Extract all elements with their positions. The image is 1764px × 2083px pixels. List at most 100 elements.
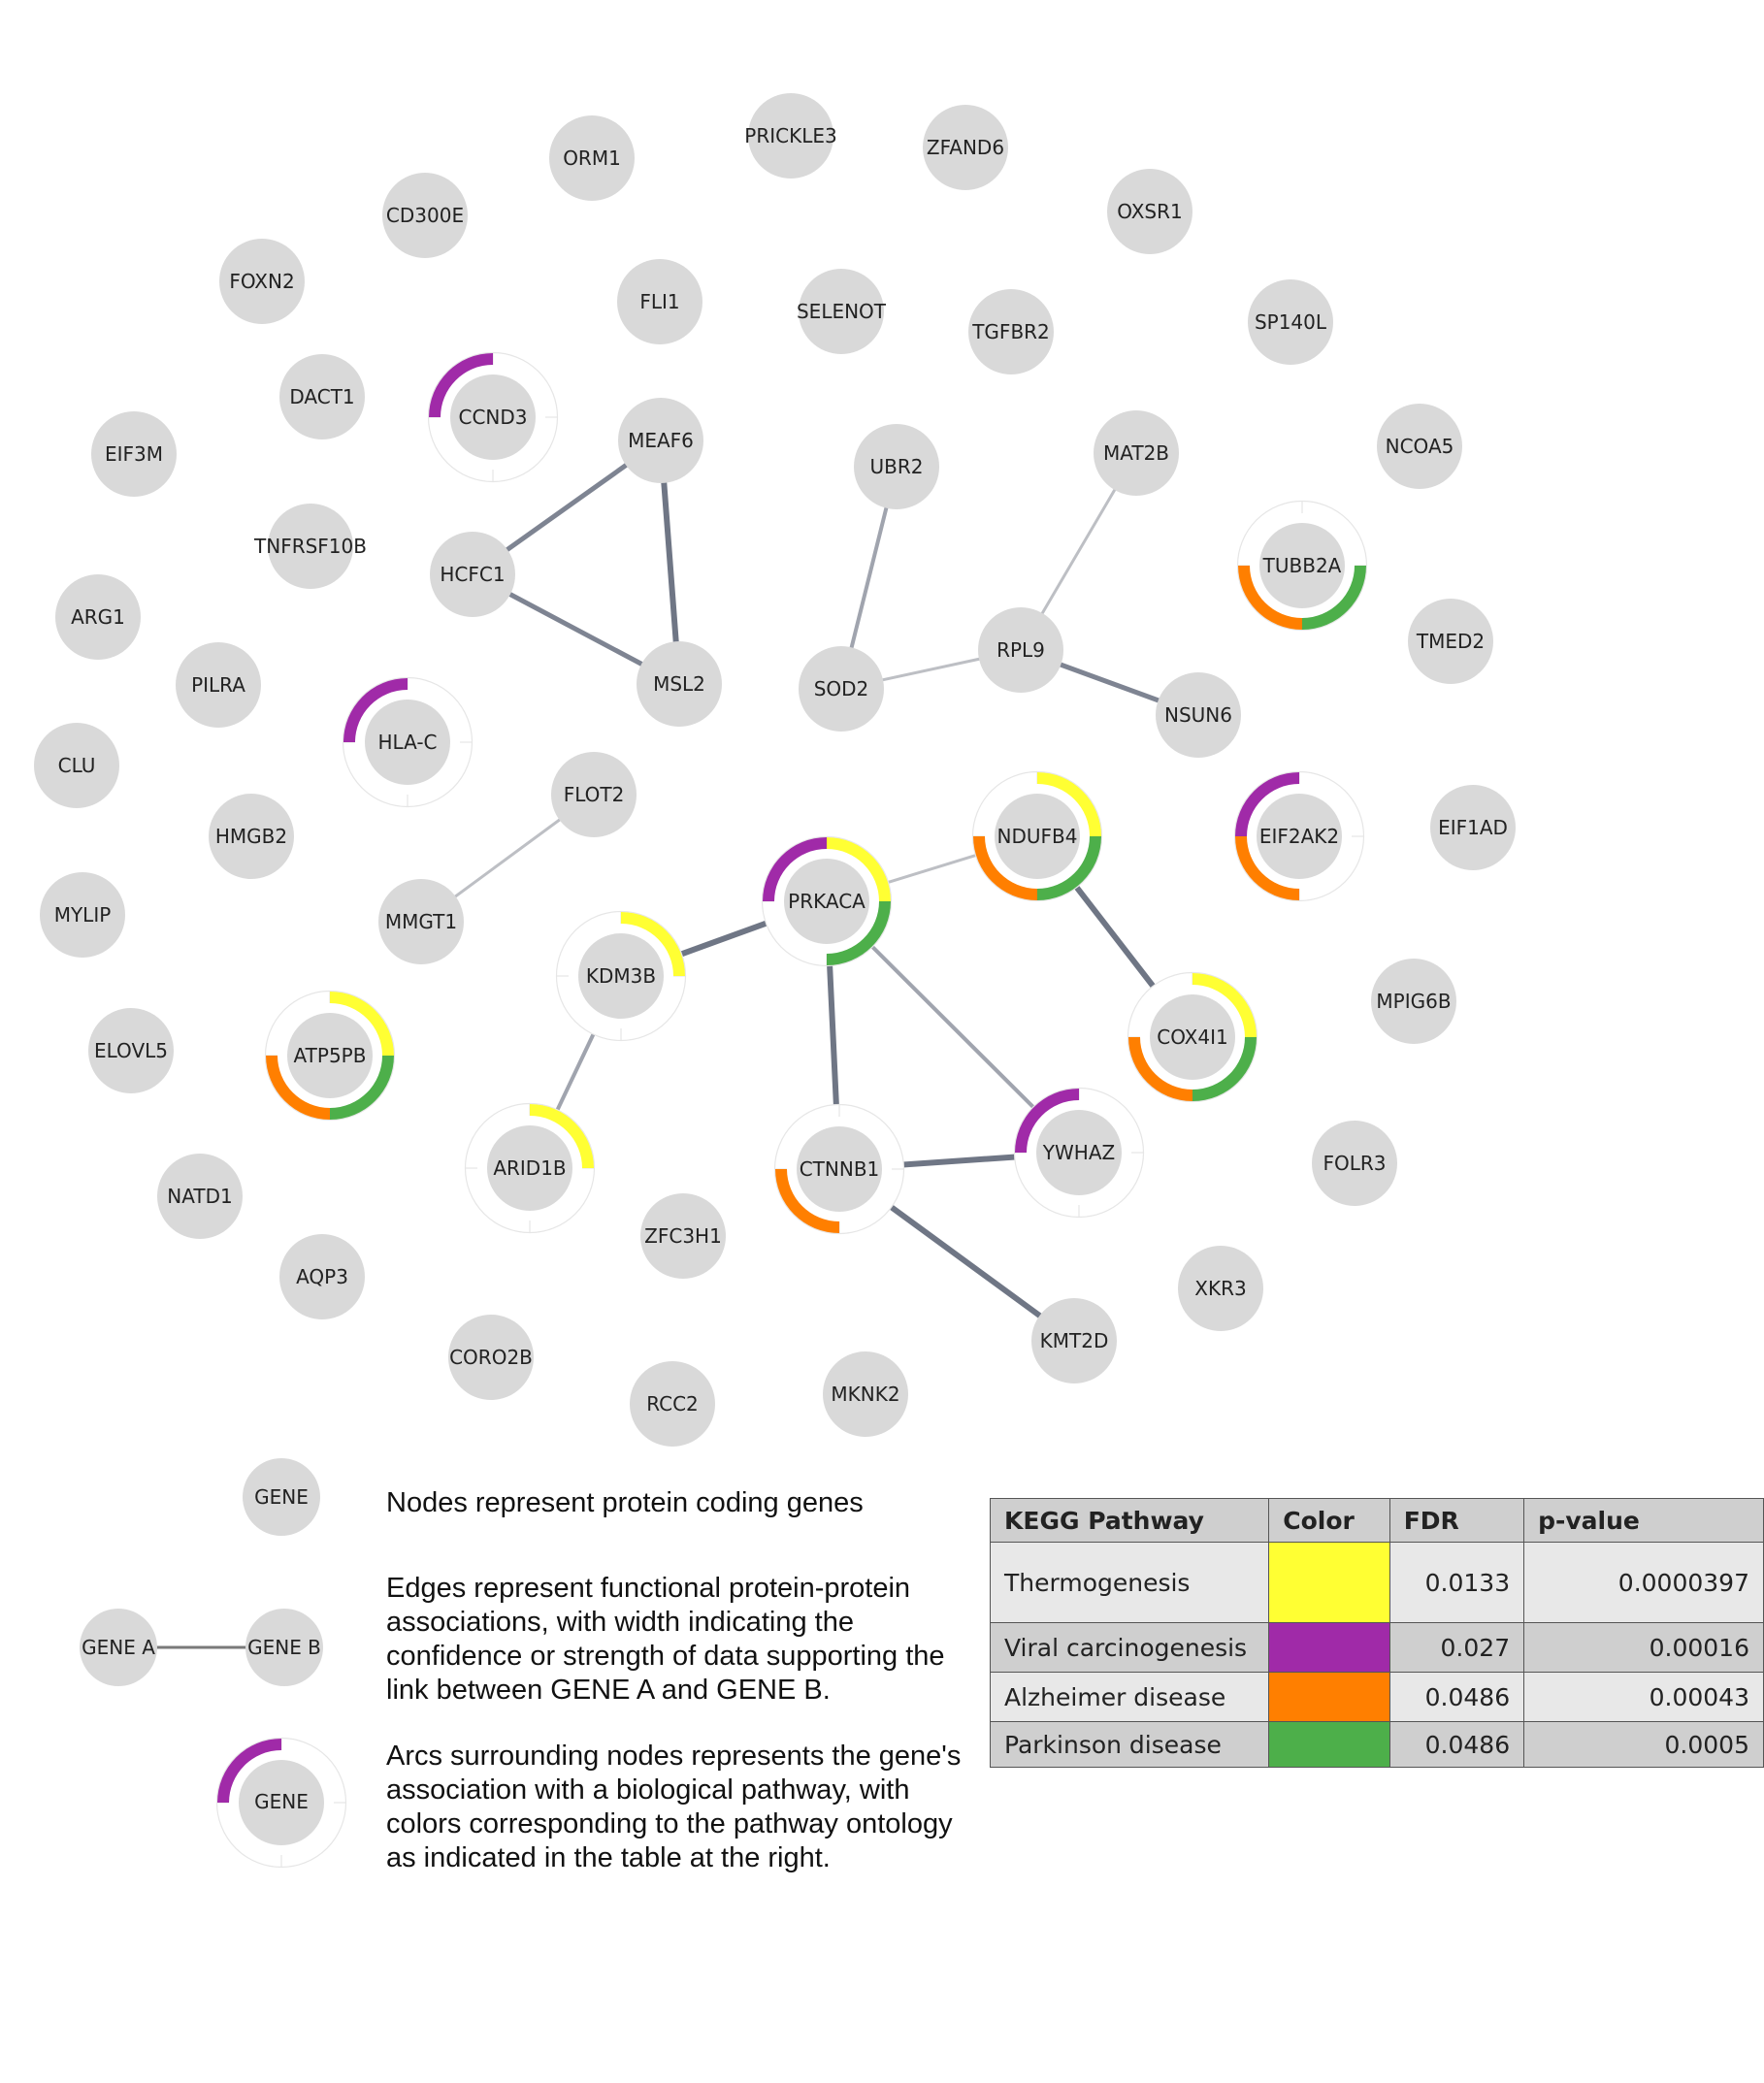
node-cd300e-label: CD300E [386, 204, 464, 227]
node-atp5pb-arc-parkinson [330, 1056, 394, 1120]
node-meaf6: MEAF6 [618, 398, 703, 483]
node-zfand6-label: ZFAND6 [927, 136, 1004, 159]
node-cox4i1-circle [1150, 994, 1235, 1080]
node-mmgt1: MMGT1 [378, 879, 464, 964]
node-prkaca-arc-parkinson [827, 901, 891, 965]
node-xkr3: XKR3 [1178, 1246, 1263, 1331]
node-tubb2a-arc-parkinson [1302, 566, 1366, 630]
node-aqp3-label: AQP3 [296, 1265, 348, 1288]
legend-arc-node-circle [239, 1760, 324, 1845]
table-row: Parkinson disease 0.0486 0.0005 [989, 1721, 1764, 1768]
node-hcfc1: HCFC1 [430, 532, 515, 617]
node-arid1b: ARID1B [464, 1102, 596, 1234]
node-ywhaz-label: YWHAZ [1042, 1141, 1115, 1164]
node-zfand6: ZFAND6 [923, 105, 1008, 190]
legend-node-label: GENE [254, 1485, 309, 1509]
node-ctnnb1-label: CTNNB1 [800, 1157, 880, 1181]
node-rpl9-label: RPL9 [996, 638, 1045, 662]
node-tubb2a-circle [1259, 523, 1345, 608]
node-eif3m: EIF3M [91, 411, 177, 497]
node-arid1b-label: ARID1B [493, 1156, 566, 1180]
node-tgfbr2: TGFBR2 [968, 289, 1054, 374]
node-arid1b-arc-thermogenesis [530, 1104, 594, 1168]
node-ccnd3-arc-viral [429, 353, 493, 417]
node-msl2: MSL2 [637, 641, 722, 727]
node-ywhaz-arc-viral [1015, 1089, 1079, 1153]
pathway-name: Parkinson disease [989, 1721, 1270, 1768]
node-tmed2-circle [1408, 599, 1493, 684]
node-oxsr1-label: OXSR1 [1117, 200, 1182, 223]
node-ubr2-label: UBR2 [870, 455, 924, 478]
node-fli1-circle [617, 259, 702, 344]
node-ubr2: UBR2 [854, 424, 939, 509]
node-hla-c-arc-viral [343, 678, 408, 742]
node-atp5pb-arc-alzheimer [266, 1056, 330, 1120]
legend-edge-example: GENE A GENE B [80, 1609, 323, 1686]
legend-gene-b-label: GENE B [247, 1636, 321, 1659]
node-prkaca-arc-viral [763, 837, 827, 901]
node-eif1ad-label: EIF1AD [1438, 816, 1508, 839]
node-natd1: NATD1 [157, 1154, 243, 1239]
legend-gene-a-circle [80, 1609, 157, 1686]
node-orm1-label: ORM1 [563, 146, 621, 170]
node-atp5pb-arc-thermogenesis [330, 992, 394, 1056]
node-sod2-label: SOD2 [814, 677, 869, 700]
pathway-name: Alzheimer disease [989, 1672, 1270, 1722]
node-ncoa5-label: NCOA5 [1386, 435, 1454, 458]
legend-node-example: GENE [243, 1458, 320, 1536]
color-swatch-parkinson [1268, 1721, 1390, 1768]
table-row: Viral carcinogenesis 0.027 0.00016 [989, 1622, 1764, 1673]
node-eif2ak2: EIF2AK2 [1233, 770, 1365, 902]
legend-arc-label: GENE [254, 1790, 309, 1813]
node-msl2-label: MSL2 [653, 672, 705, 696]
header-pathway: KEGG Pathway [989, 1498, 1270, 1543]
node-ccnd3: CCND3 [427, 351, 559, 483]
pathway-name: Thermogenesis [989, 1542, 1270, 1623]
node-oxsr1-circle [1107, 169, 1192, 254]
node-dact1: DACT1 [279, 354, 365, 439]
node-hla-c: HLA-C [342, 676, 474, 808]
node-prkaca-arc-thermogenesis [827, 837, 891, 901]
node-mat2b-circle [1094, 410, 1179, 496]
node-rpl9: RPL9 [978, 607, 1063, 693]
node-dact1-circle [279, 354, 365, 439]
node-prickle3-circle [748, 93, 833, 179]
node-ccnd3-circle [450, 374, 536, 460]
node-foxn2-label: FOXN2 [229, 270, 294, 293]
node-pilra-label: PILRA [191, 673, 245, 697]
legend-arc-arc-viral [217, 1739, 281, 1803]
node-clu-label: CLU [58, 754, 96, 777]
node-selenot: SELENOT [797, 269, 887, 354]
node-ctnnb1-arc-alzheimer [775, 1169, 839, 1233]
node-ctnnb1-circle [797, 1126, 882, 1212]
table-row: Alzheimer disease 0.0486 0.00043 [989, 1672, 1764, 1722]
node-ywhaz: YWHAZ [1013, 1087, 1145, 1219]
node-kdm3b-circle [578, 933, 664, 1019]
node-clu-circle [34, 723, 119, 808]
pvalue-value: 0.0005 [1523, 1721, 1764, 1768]
node-mylip-circle [40, 872, 125, 958]
node-prkaca-circle [784, 859, 869, 944]
node-arg1-label: ARG1 [71, 605, 125, 629]
node-mknk2-label: MKNK2 [831, 1383, 899, 1406]
pathway-name: Viral carcinogenesis [989, 1622, 1270, 1673]
header-color: Color [1268, 1498, 1390, 1543]
node-prickle3-label: PRICKLE3 [744, 124, 836, 147]
node-foxn2-circle [219, 239, 305, 324]
node-hla-c-circle [365, 700, 450, 785]
table-header-row: KEGG Pathway Color FDR p-value [989, 1498, 1764, 1543]
node-hmgb2: HMGB2 [209, 794, 294, 879]
node-mylip-label: MYLIP [54, 903, 112, 927]
node-mat2b: MAT2B [1094, 410, 1179, 496]
node-selenot-circle [799, 269, 884, 354]
node-ndufb4-circle [995, 794, 1080, 879]
color-swatch-thermogenesis [1268, 1542, 1390, 1623]
node-elovl5-circle [88, 1008, 174, 1093]
node-zfc3h1-label: ZFC3H1 [644, 1224, 722, 1248]
node-xkr3-label: XKR3 [1194, 1277, 1246, 1300]
node-hmgb2-label: HMGB2 [215, 825, 287, 848]
color-swatch-viral [1268, 1622, 1390, 1673]
node-mknk2-circle [823, 1351, 908, 1437]
pvalue-value: 0.0000397 [1523, 1542, 1764, 1623]
node-dact1-label: DACT1 [289, 385, 354, 408]
